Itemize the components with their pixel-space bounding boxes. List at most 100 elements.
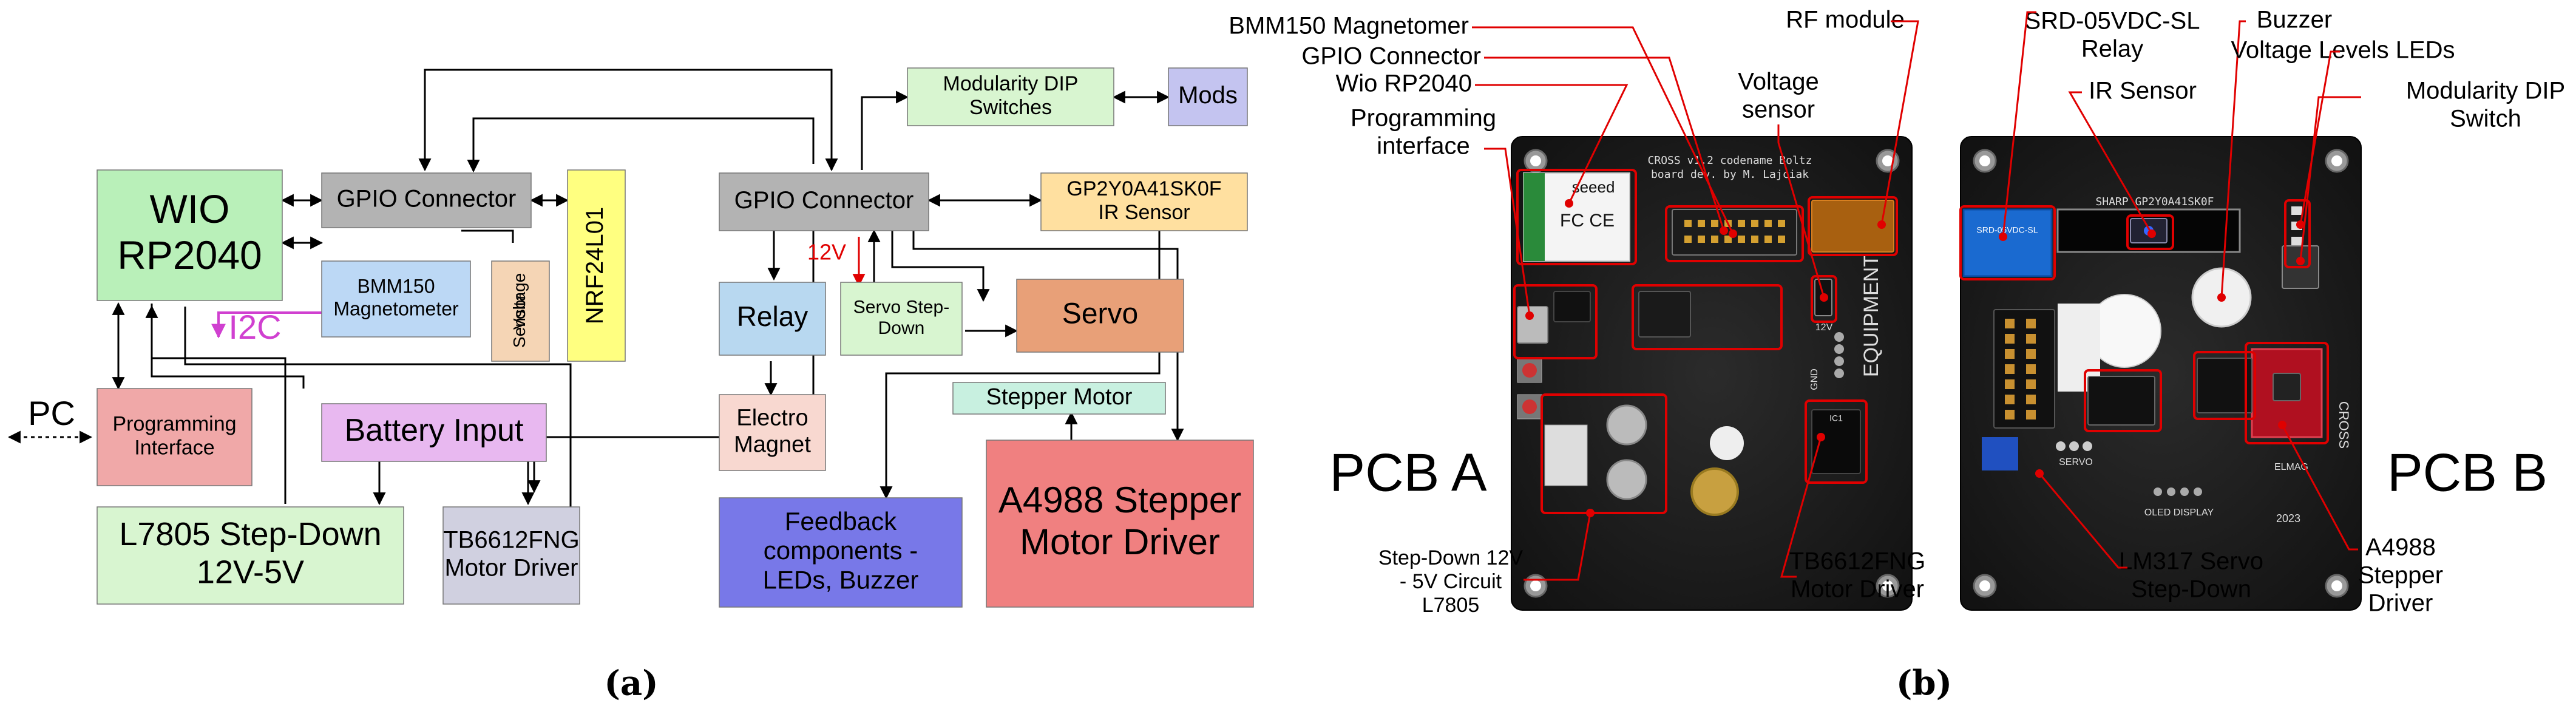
- gpio-right-box-rect: [719, 172, 929, 231]
- leader-wio-dot: [1565, 199, 1573, 208]
- inductor: [1544, 424, 1588, 486]
- leader-buzzer-dot: [2217, 293, 2226, 302]
- callout-box-prog: [1513, 284, 1598, 359]
- usb-c-port: [1517, 306, 1548, 344]
- mods-box: Mods: [1168, 67, 1248, 126]
- feedback-box-rect: [719, 497, 963, 608]
- electro-box-text-line-2: Magnet: [734, 432, 811, 457]
- stepper-pin: [2005, 410, 2015, 419]
- tb6612-box-rect: [442, 506, 580, 605]
- bmm-box-text-line-2: Magnetometer: [333, 297, 459, 319]
- label-stepdown-line-1: Step-Down 12V: [1378, 546, 1523, 569]
- pcb-b-board-mount-hole-center: [2331, 155, 2342, 166]
- leader-lm317-dot: [2035, 469, 2044, 478]
- relay-body: [1962, 208, 2053, 277]
- silk-ic1: IC1: [1829, 413, 1843, 423]
- gpio-pin: [1711, 236, 1718, 243]
- stepper-motor-box: Stepper Motor: [952, 382, 1166, 415]
- leader-prog: [1484, 148, 1531, 316]
- callout-box-ir: [2126, 214, 2174, 250]
- seeed-logo-text: seeed: [1572, 178, 1615, 196]
- caption-a: (a): [604, 664, 658, 704]
- pcb-b-board-mount-hole-center: [1979, 155, 1990, 166]
- v12-label: 12V: [807, 240, 846, 265]
- gpio-pin: [1778, 236, 1785, 243]
- leader-lm317: [2038, 473, 2127, 569]
- gpio-right-box: GPIO Connector: [719, 172, 929, 231]
- stepper-pin: [2026, 319, 2036, 328]
- servo-stepdown-box-text-line-1: Servo Step-: [853, 297, 949, 318]
- oled-pin: [2194, 487, 2202, 496]
- pcb-a-board-mount-hole-center: [1882, 155, 1893, 166]
- silk-elmag: ELMAG: [2274, 462, 2308, 472]
- leader-ir-dot: [2147, 229, 2156, 238]
- power-pin: [1834, 332, 1844, 342]
- leader-vsense-dot: [1820, 293, 1828, 302]
- callout-box-wio: [1516, 169, 1637, 265]
- stepper-pin: [2005, 349, 2015, 359]
- leader-a4988-dot: [2278, 421, 2286, 429]
- voltage-led: [2291, 237, 2302, 245]
- gpio-left-box-text: GPIO Connector: [337, 186, 517, 212]
- gpio-pin: [1751, 236, 1758, 243]
- silk-gnd: GND: [1809, 368, 1820, 390]
- regulator: [1638, 291, 1691, 338]
- pcb-a-board-mount-hole-center: [1882, 580, 1893, 591]
- label-lm317-line-1: LM317 Servo: [2119, 548, 2263, 575]
- l7805-box-text-line-1: L7805 Step-Down: [119, 516, 381, 552]
- rf-module: [1811, 200, 1894, 253]
- nrf-box-text: NRF24L01: [581, 207, 608, 324]
- trimmer: [1982, 437, 2018, 470]
- ir-box-rect: [1040, 172, 1248, 231]
- leader-vleds-dot: [2296, 220, 2305, 229]
- leader-relay: [2002, 11, 2036, 237]
- capacitor-2: [1606, 459, 1647, 500]
- i2c-arrow: [211, 311, 328, 339]
- prog-box-text-line-1: Programming: [112, 412, 236, 435]
- leader-tb: [1780, 436, 1822, 578]
- ir-box-text-line-2: IR Sensor: [1098, 201, 1190, 224]
- gpio-pin: [1684, 220, 1692, 227]
- servo-box: Servo: [1016, 279, 1184, 353]
- feedback-box-text-line-1: Feedback: [785, 507, 897, 535]
- stepper-pin: [2026, 364, 2036, 374]
- gpio-pin: [1724, 236, 1732, 243]
- silk-servo: SERVO: [2059, 457, 2093, 467]
- power-pin: [1834, 356, 1844, 366]
- ir-box-text-line-1: GP2Y0A41SK0F: [1066, 177, 1221, 200]
- l7805-box-text-line-2: 12V-5V: [197, 554, 304, 590]
- callout-box-vsense: [1811, 275, 1837, 323]
- power-pin: [1834, 344, 1844, 354]
- silk-year: 2023: [2276, 512, 2300, 525]
- leader-relay-dot: [1999, 233, 2007, 241]
- label-a4988-line-3: Driver: [2368, 590, 2433, 617]
- label-prog-line-2: interface: [1377, 133, 1469, 160]
- silk-cross-line-2: board dev. by M. Lajciak: [1651, 168, 1809, 181]
- mods-box-text: Mods: [1178, 82, 1238, 109]
- label-wio: Wio RP2040: [1335, 70, 1472, 97]
- a4988-box-text-line-2: Motor Driver: [1020, 521, 1220, 562]
- electro-box-rect: [719, 394, 826, 471]
- pc-label: PC: [28, 394, 75, 432]
- servo-stepdown-box: Servo Step-Down: [840, 282, 963, 356]
- callout-box-small: [2193, 351, 2256, 420]
- feedback-box-text-line-3: LEDs, Buzzer: [763, 565, 919, 594]
- label-buzzer: Buzzer: [2257, 7, 2333, 33]
- label-vsense-line-1: Voltage: [1738, 69, 1818, 95]
- battery-box-text: Battery Input: [345, 413, 524, 448]
- voltage-led: [2291, 206, 2302, 215]
- i2c-label: I2C: [228, 308, 281, 346]
- mods-box-rect: [1168, 67, 1248, 126]
- stepper-pin: [2005, 379, 2015, 389]
- gpio-pin: [1764, 236, 1772, 243]
- relay-box-rect: [719, 282, 826, 356]
- pcb-b-board-mount-hole-center: [1979, 580, 1990, 591]
- gpio-pin: [1778, 220, 1785, 227]
- pcb-b-board-mount-hole-center: [2331, 580, 2342, 591]
- wio-box-text-line-1: WIO: [150, 186, 230, 231]
